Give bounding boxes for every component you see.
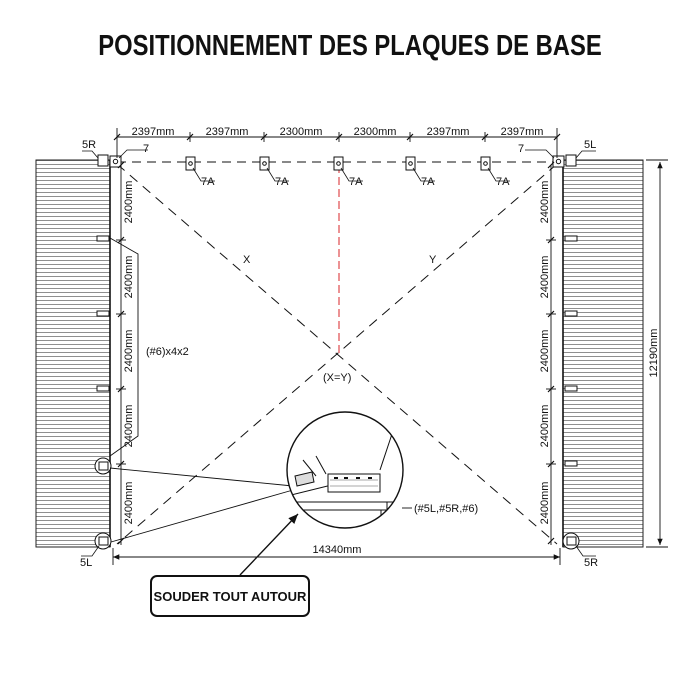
right-wall-panel — [562, 159, 644, 548]
label-7a-4: 7A — [421, 176, 435, 188]
top-dim-label-3: 2300mm — [280, 126, 323, 138]
label-7-top-left: 7 — [143, 143, 149, 155]
left-dim-label-4: 2400mm — [123, 405, 135, 448]
detail-label: (#5L,#5R,#6) — [414, 503, 478, 515]
detail-leaders — [109, 467, 412, 543]
bottom-dimension-line — [112, 548, 561, 565]
corner-plates — [94, 154, 580, 550]
left-dimension-labels: 2400mm 2400mm 2400mm 2400mm 2400mm — [123, 181, 135, 525]
right-dim-label-4: 2400mm — [539, 405, 551, 448]
top-dim-label-6: 2397mm — [501, 126, 544, 138]
top-dim-label-5: 2397mm — [427, 126, 470, 138]
diagonal-lines — [116, 163, 558, 545]
right-dim-label-2: 2400mm — [539, 256, 551, 299]
right-dimension-labels: 2400mm 2400mm 2400mm 2400mm 2400mm — [539, 181, 551, 525]
label-7a-2: 7A — [275, 176, 289, 188]
plate-leaders — [81, 149, 596, 557]
top-dimension-line — [113, 128, 561, 158]
top-dim-label-2: 2397mm — [206, 126, 249, 138]
label-7a-1: 7A — [201, 176, 215, 188]
left-wall-panel — [35, 159, 111, 548]
top-dim-label-4: 2300mm — [354, 126, 397, 138]
label-7a-3: 7A — [349, 176, 363, 188]
side-plates — [96, 235, 578, 467]
diagonal-label-x: X — [243, 254, 251, 266]
left-dim-label-5: 2400mm — [123, 482, 135, 525]
page-title: POSITIONNEMENT DES PLAQUES DE BASE — [98, 30, 602, 62]
top-dim-label-1: 2397mm — [132, 126, 175, 138]
weld-callout-text: SOUDER TOUT AUTOUR — [153, 588, 307, 604]
plate-labels: 5R 5L 5L 5R 7 7 7A 7A 7A 7A 7A — [80, 139, 598, 569]
side-group-bracket — [109, 237, 139, 457]
overall-width-label: 14340mm — [313, 544, 362, 556]
detail-bubble — [286, 411, 404, 529]
label-7a-5: 7A — [496, 176, 510, 188]
label-7-top-right: 7 — [518, 143, 524, 155]
side-group-label: (#6)x4x2 — [146, 346, 189, 358]
left-dimension-line — [116, 161, 126, 545]
left-dim-label-3: 2400mm — [123, 330, 135, 373]
label-5r-bottom-right: 5R — [584, 557, 598, 569]
left-dim-label-1: 2400mm — [123, 181, 135, 224]
right-dim-label-3: 2400mm — [539, 330, 551, 373]
label-5r-top-left: 5R — [82, 139, 96, 151]
right-dim-label-1: 2400mm — [539, 181, 551, 224]
right-dimension-line — [546, 161, 556, 545]
weld-callout-box: SOUDER TOUT AUTOUR — [150, 575, 310, 617]
label-5l-bottom-left: 5L — [80, 557, 92, 569]
top-plates-7a — [185, 156, 491, 171]
right-dim-label-5: 2400mm — [539, 482, 551, 525]
overall-height-dimension — [646, 159, 668, 548]
left-dim-label-2: 2400mm — [123, 256, 135, 299]
diagonal-equal-label: (X=Y) — [323, 372, 351, 384]
overall-height-label: 12190mm — [648, 329, 660, 378]
diagonal-label-y: Y — [429, 254, 437, 266]
top-dimension-labels: 2397mm 2397mm 2300mm 2300mm 2397mm 2397m… — [132, 126, 544, 138]
callout-leader — [239, 513, 299, 576]
label-5l-top-right: 5L — [584, 139, 596, 151]
